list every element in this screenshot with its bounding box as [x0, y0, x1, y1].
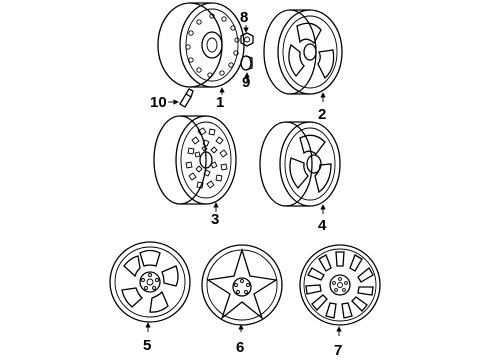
callout-1-label: 1 — [216, 94, 224, 111]
callout-9: 9 — [242, 72, 250, 91]
callout-8-label: 8 — [240, 9, 248, 26]
lattice-alloy-wheel — [153, 115, 237, 205]
callout-3: 3 — [211, 202, 219, 228]
callout-6: 6 — [236, 324, 244, 356]
lug-nut — [240, 32, 254, 47]
callout-5: 5 — [143, 322, 151, 354]
center-cap — [240, 55, 253, 71]
callout-2: 2 — [318, 92, 326, 123]
callout-7-label: 7 — [334, 342, 342, 359]
callout-4: 4 — [318, 204, 327, 234]
callout-2-label: 2 — [318, 106, 326, 123]
steel-wheel — [157, 2, 245, 88]
callout-3-label: 3 — [211, 211, 219, 228]
callout-8: 8 — [240, 9, 249, 33]
five-slot-wheel-cover — [109, 241, 191, 323]
callout-10: 10 — [150, 94, 179, 111]
callout-6-label: 6 — [236, 339, 244, 356]
star-wheel-cover — [201, 244, 283, 326]
callout-1: 1 — [216, 87, 225, 111]
callout-10-label: 10 — [150, 94, 167, 111]
three-slot-alloy-wheel — [263, 9, 343, 95]
multi-slot-wheel-cover — [299, 244, 381, 326]
callout-5-label: 5 — [143, 337, 151, 354]
callout-7: 7 — [334, 326, 342, 359]
valve-stem — [179, 88, 194, 108]
three-spoke-alloy-wheel — [259, 121, 341, 207]
callout-9-label: 9 — [242, 74, 250, 91]
callout-4-label: 4 — [318, 217, 327, 234]
